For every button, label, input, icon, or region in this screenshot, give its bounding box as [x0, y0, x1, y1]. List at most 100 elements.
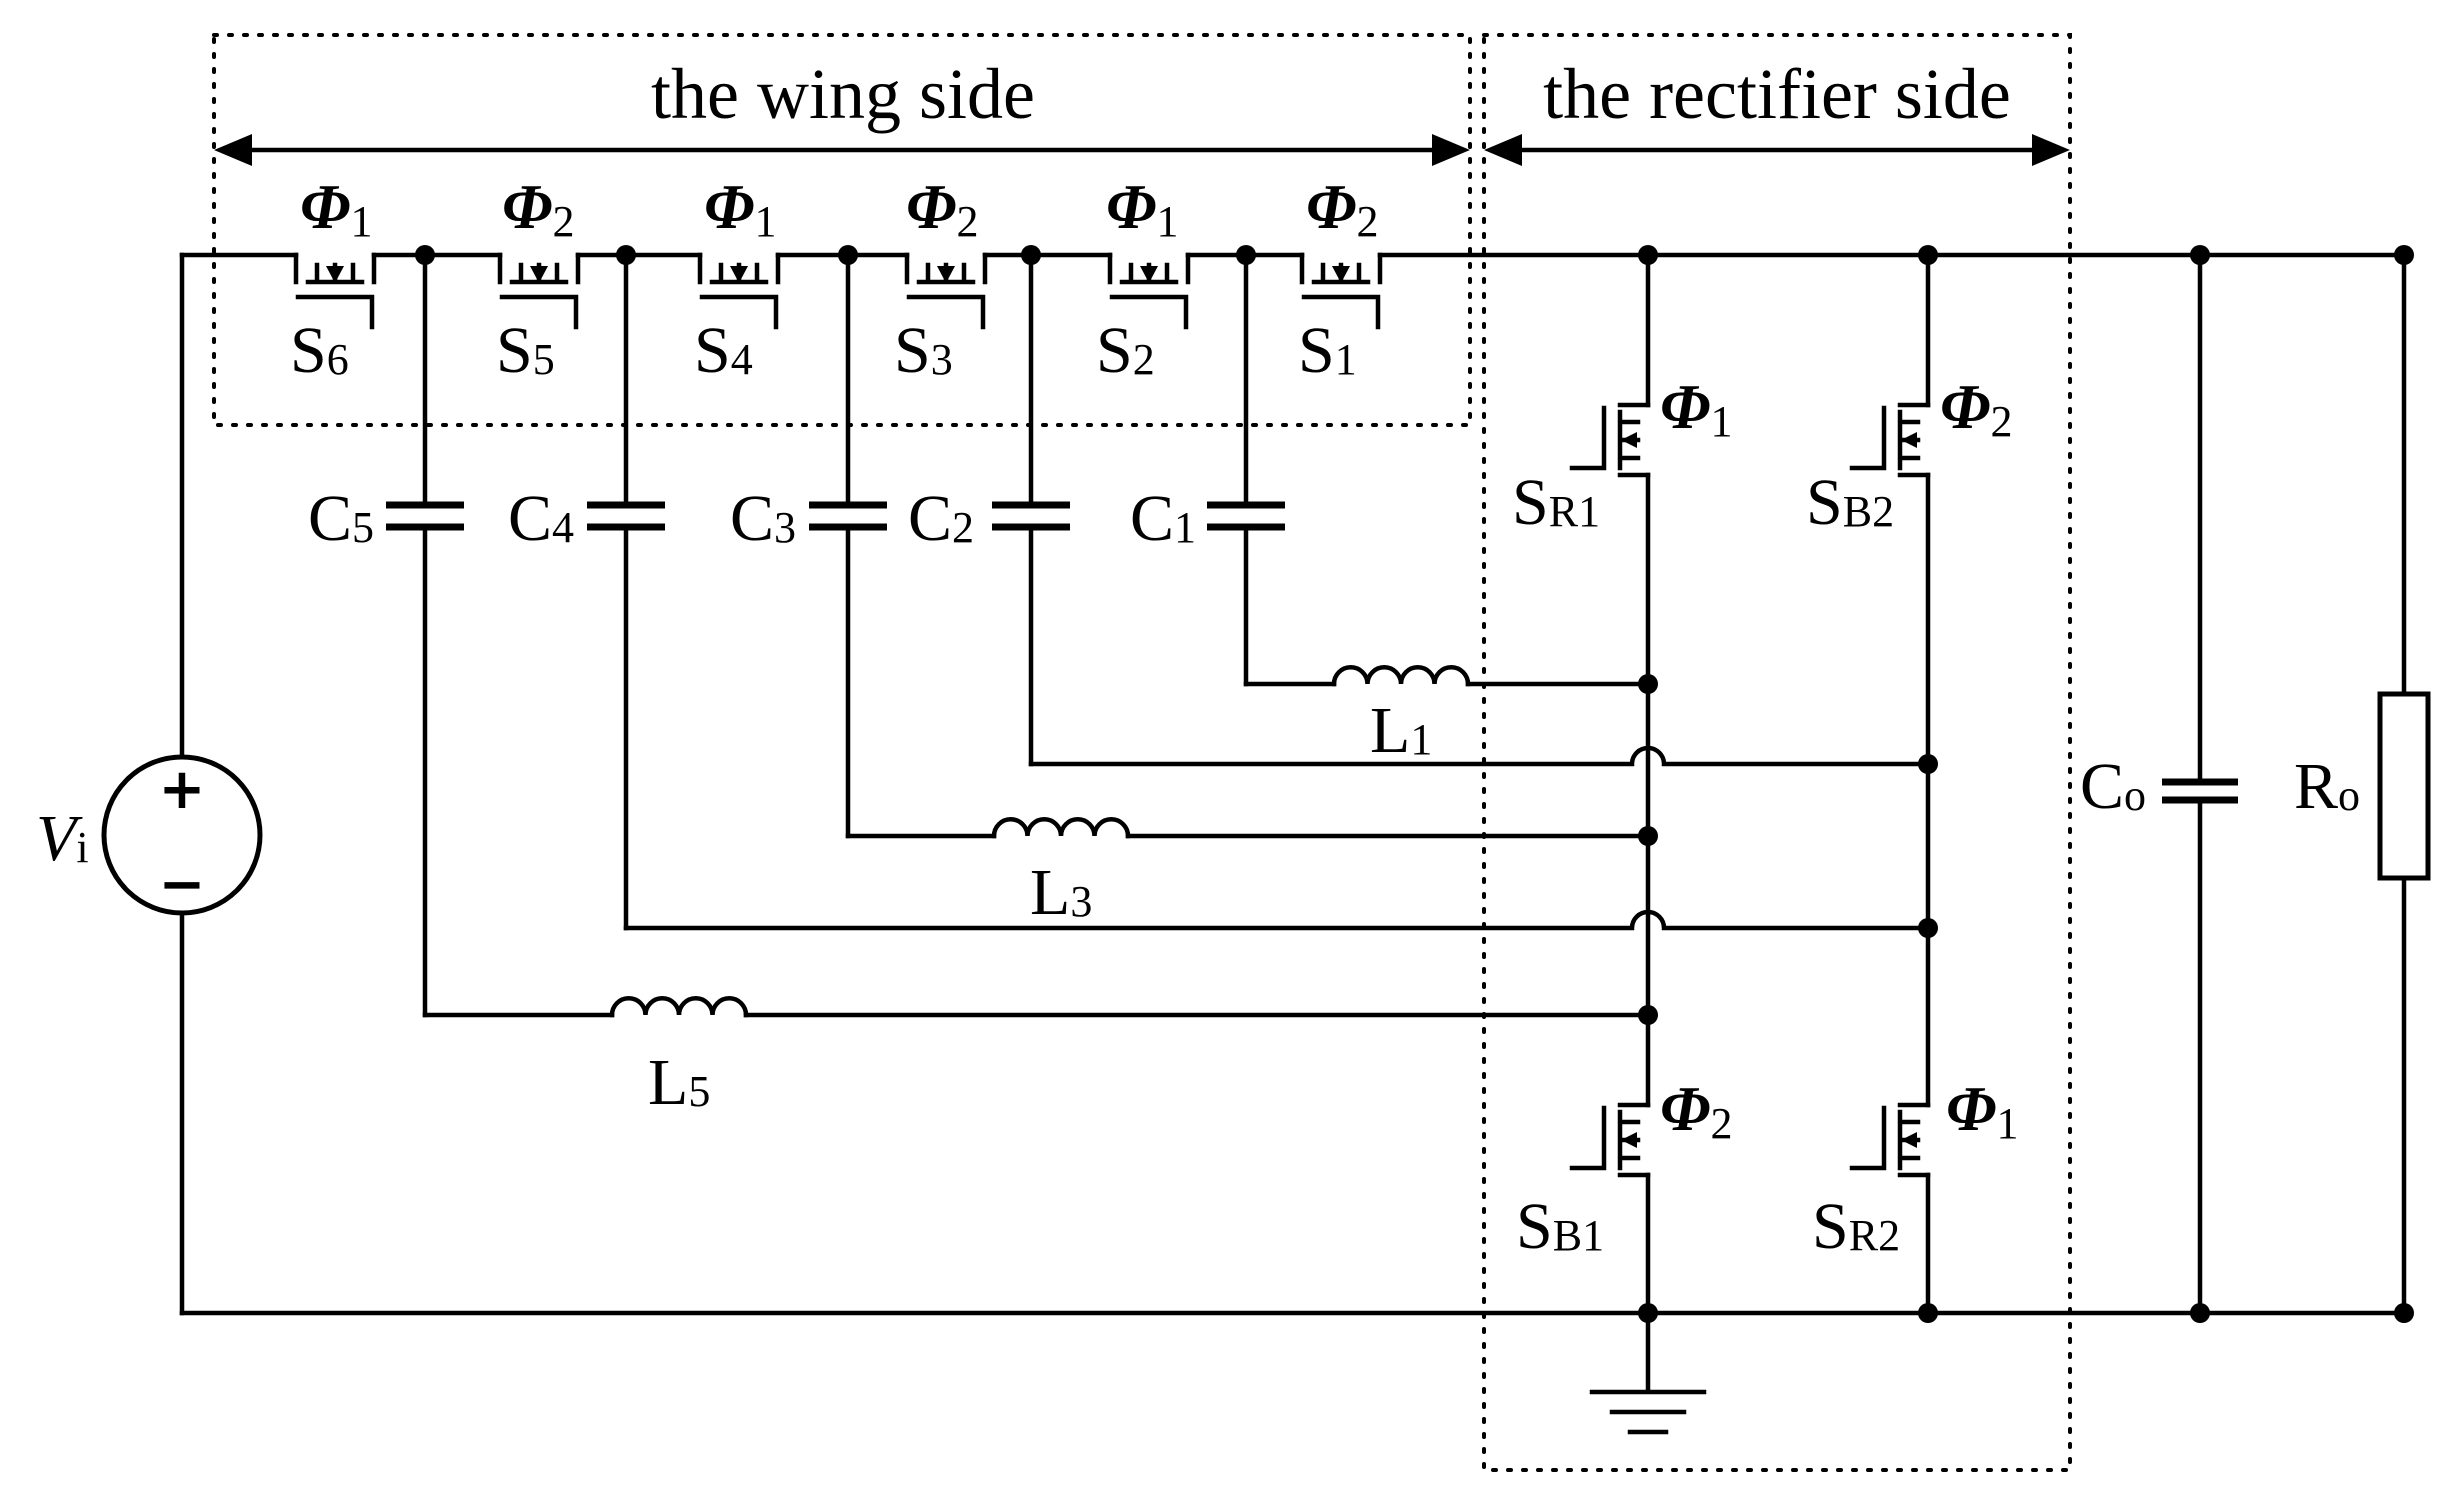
output-resistor-body [2377, 691, 2431, 881]
wing-phase-labels: Φ1 Φ2 Φ1 Φ2 Φ1 Φ2 [300, 171, 1379, 246]
switch-label-s5: S5 [496, 314, 555, 387]
output-resistor: Ro [2294, 691, 2431, 881]
wing-side-label: the wing side [651, 54, 1035, 134]
junction-dot [1918, 754, 1938, 774]
switch-label-s1: S1 [1298, 314, 1357, 387]
junction-dot [1918, 918, 1938, 938]
inductors [609, 665, 1471, 1018]
inductor-l1-coil [1331, 665, 1471, 687]
capacitor-label-c4: C4 [508, 482, 574, 555]
switch-label-sb1: SB1 [1516, 1190, 1604, 1263]
rectifier-switch-sb1 [1569, 1102, 1651, 1178]
rectifier-switch-sr2 [1849, 1102, 1931, 1178]
phase-label-s5: Φ2 [502, 171, 575, 246]
rectifier-switch-sb2 [1849, 402, 1931, 478]
wing-switch-s5 [497, 252, 581, 330]
switch-label-s4: S4 [694, 314, 753, 387]
capacitor-label-c2: C2 [908, 482, 974, 555]
source-minus-sign: − [159, 852, 206, 917]
capacitor-c3-plates [809, 501, 887, 531]
phase-label-sb2: Φ2 [1940, 371, 2013, 446]
junction-dot [2394, 245, 2414, 265]
junction-dot [1918, 1303, 1938, 1323]
switch-label-sr1: SR1 [1512, 466, 1600, 539]
capacitor-c2-plates [992, 501, 1070, 531]
junction-dot [2190, 1303, 2210, 1323]
mosfet-arrow [937, 266, 955, 283]
output-capacitor-label: Co [2080, 750, 2146, 823]
inductor-label-l3: L3 [1030, 856, 1092, 929]
junction-dot [616, 245, 636, 265]
capacitor-c5-plates [386, 501, 464, 531]
mosfet-arrow [530, 266, 548, 283]
junction-dot [1021, 245, 1041, 265]
rectifier-side-label: the rectifier side [1543, 54, 2011, 134]
wing-switch-s1 [1299, 252, 1383, 330]
wiring [179, 252, 2407, 1393]
source-circle [101, 754, 263, 916]
junction-dot [1638, 674, 1658, 694]
switch-label-sr2: SR2 [1812, 1190, 1900, 1263]
ground-symbol [1589, 1389, 1707, 1435]
phase-label-s6: Φ1 [300, 171, 373, 246]
wing-switches [293, 252, 1383, 330]
capacitor-label-c1: C1 [1130, 482, 1196, 555]
phase-label-sr1: Φ1 [1660, 371, 1733, 446]
rectifier-switch-labels: SR1 SB2 SB1 SR2 [1512, 466, 1900, 1263]
phase-label-s4: Φ1 [704, 171, 777, 246]
inductor-labels: L1 L3 L5 [648, 694, 1432, 1119]
capacitor-label-c3: C3 [730, 482, 796, 555]
junction-dot [1638, 1005, 1658, 1025]
junction-dot [1638, 1303, 1658, 1323]
wing-side-arrow-right-head [1432, 134, 1470, 166]
mosfet-arrow [1621, 432, 1637, 448]
wing-side-arrow-left-head [214, 134, 252, 166]
source-label: Vi [36, 802, 89, 875]
mosfet-arrow [1140, 266, 1158, 283]
inductor-l5-coil [609, 996, 749, 1018]
junction-dot [1918, 245, 1938, 265]
rectifier-side-arrow-right-head [2032, 134, 2070, 166]
switch-label-s2: S2 [1096, 314, 1155, 387]
junction-dot [415, 245, 435, 265]
inductor-l3-coil [991, 817, 1131, 839]
switch-label-s6: S6 [290, 314, 349, 387]
junction-dot [2190, 245, 2210, 265]
wing-switch-s3 [904, 252, 988, 330]
source-plus-sign: + [159, 757, 206, 822]
phase-label-sb1: Φ2 [1660, 1073, 1733, 1148]
phase-label-s2: Φ1 [1106, 171, 1179, 246]
junction-dot [1638, 826, 1658, 846]
output-capacitor-plates [2162, 778, 2238, 804]
mosfet-arrow [1901, 432, 1917, 448]
phase-label-s1: Φ2 [1306, 171, 1379, 246]
rectifier-switch-sr1 [1569, 402, 1651, 478]
output-capacitor: Co [2080, 750, 2238, 823]
mosfet-arrow [1901, 1132, 1917, 1148]
capacitor-label-c5: C5 [308, 482, 374, 555]
rectifier-side-box [1482, 33, 2072, 1472]
wing-switch-s4 [697, 252, 781, 330]
rectifier-switches [1569, 402, 1931, 1178]
junctions [415, 245, 2414, 1323]
inductor-label-l5: L5 [648, 1046, 710, 1119]
rectifier-phase-labels: Φ1 Φ2 Φ2 Φ1 [1660, 371, 2019, 1148]
wing-side-box [212, 33, 1472, 427]
wing-switch-s6 [293, 252, 377, 330]
capacitor-labels: C5 C4 C3 C2 C1 [308, 482, 1196, 555]
mosfet-arrow [730, 266, 748, 283]
voltage-source: + − Vi [36, 754, 263, 917]
c2-crossover-wire [1028, 745, 1931, 767]
output-resistor-label: Ro [2294, 750, 2360, 823]
phase-label-s3: Φ2 [906, 171, 979, 246]
rectifier-side-region: the rectifier side [1482, 33, 2072, 1472]
junction-dot [838, 245, 858, 265]
wing-switch-labels: S6 S5 S4 S3 S2 S1 [290, 314, 1357, 387]
capacitor-c4-plates [587, 501, 665, 531]
junction-dot [2394, 1303, 2414, 1323]
c4-crossover-wire [623, 909, 1931, 931]
junction-dot [1236, 245, 1256, 265]
wing-switch-s2 [1107, 252, 1191, 330]
phase-label-sr2: Φ1 [1946, 1073, 2019, 1148]
